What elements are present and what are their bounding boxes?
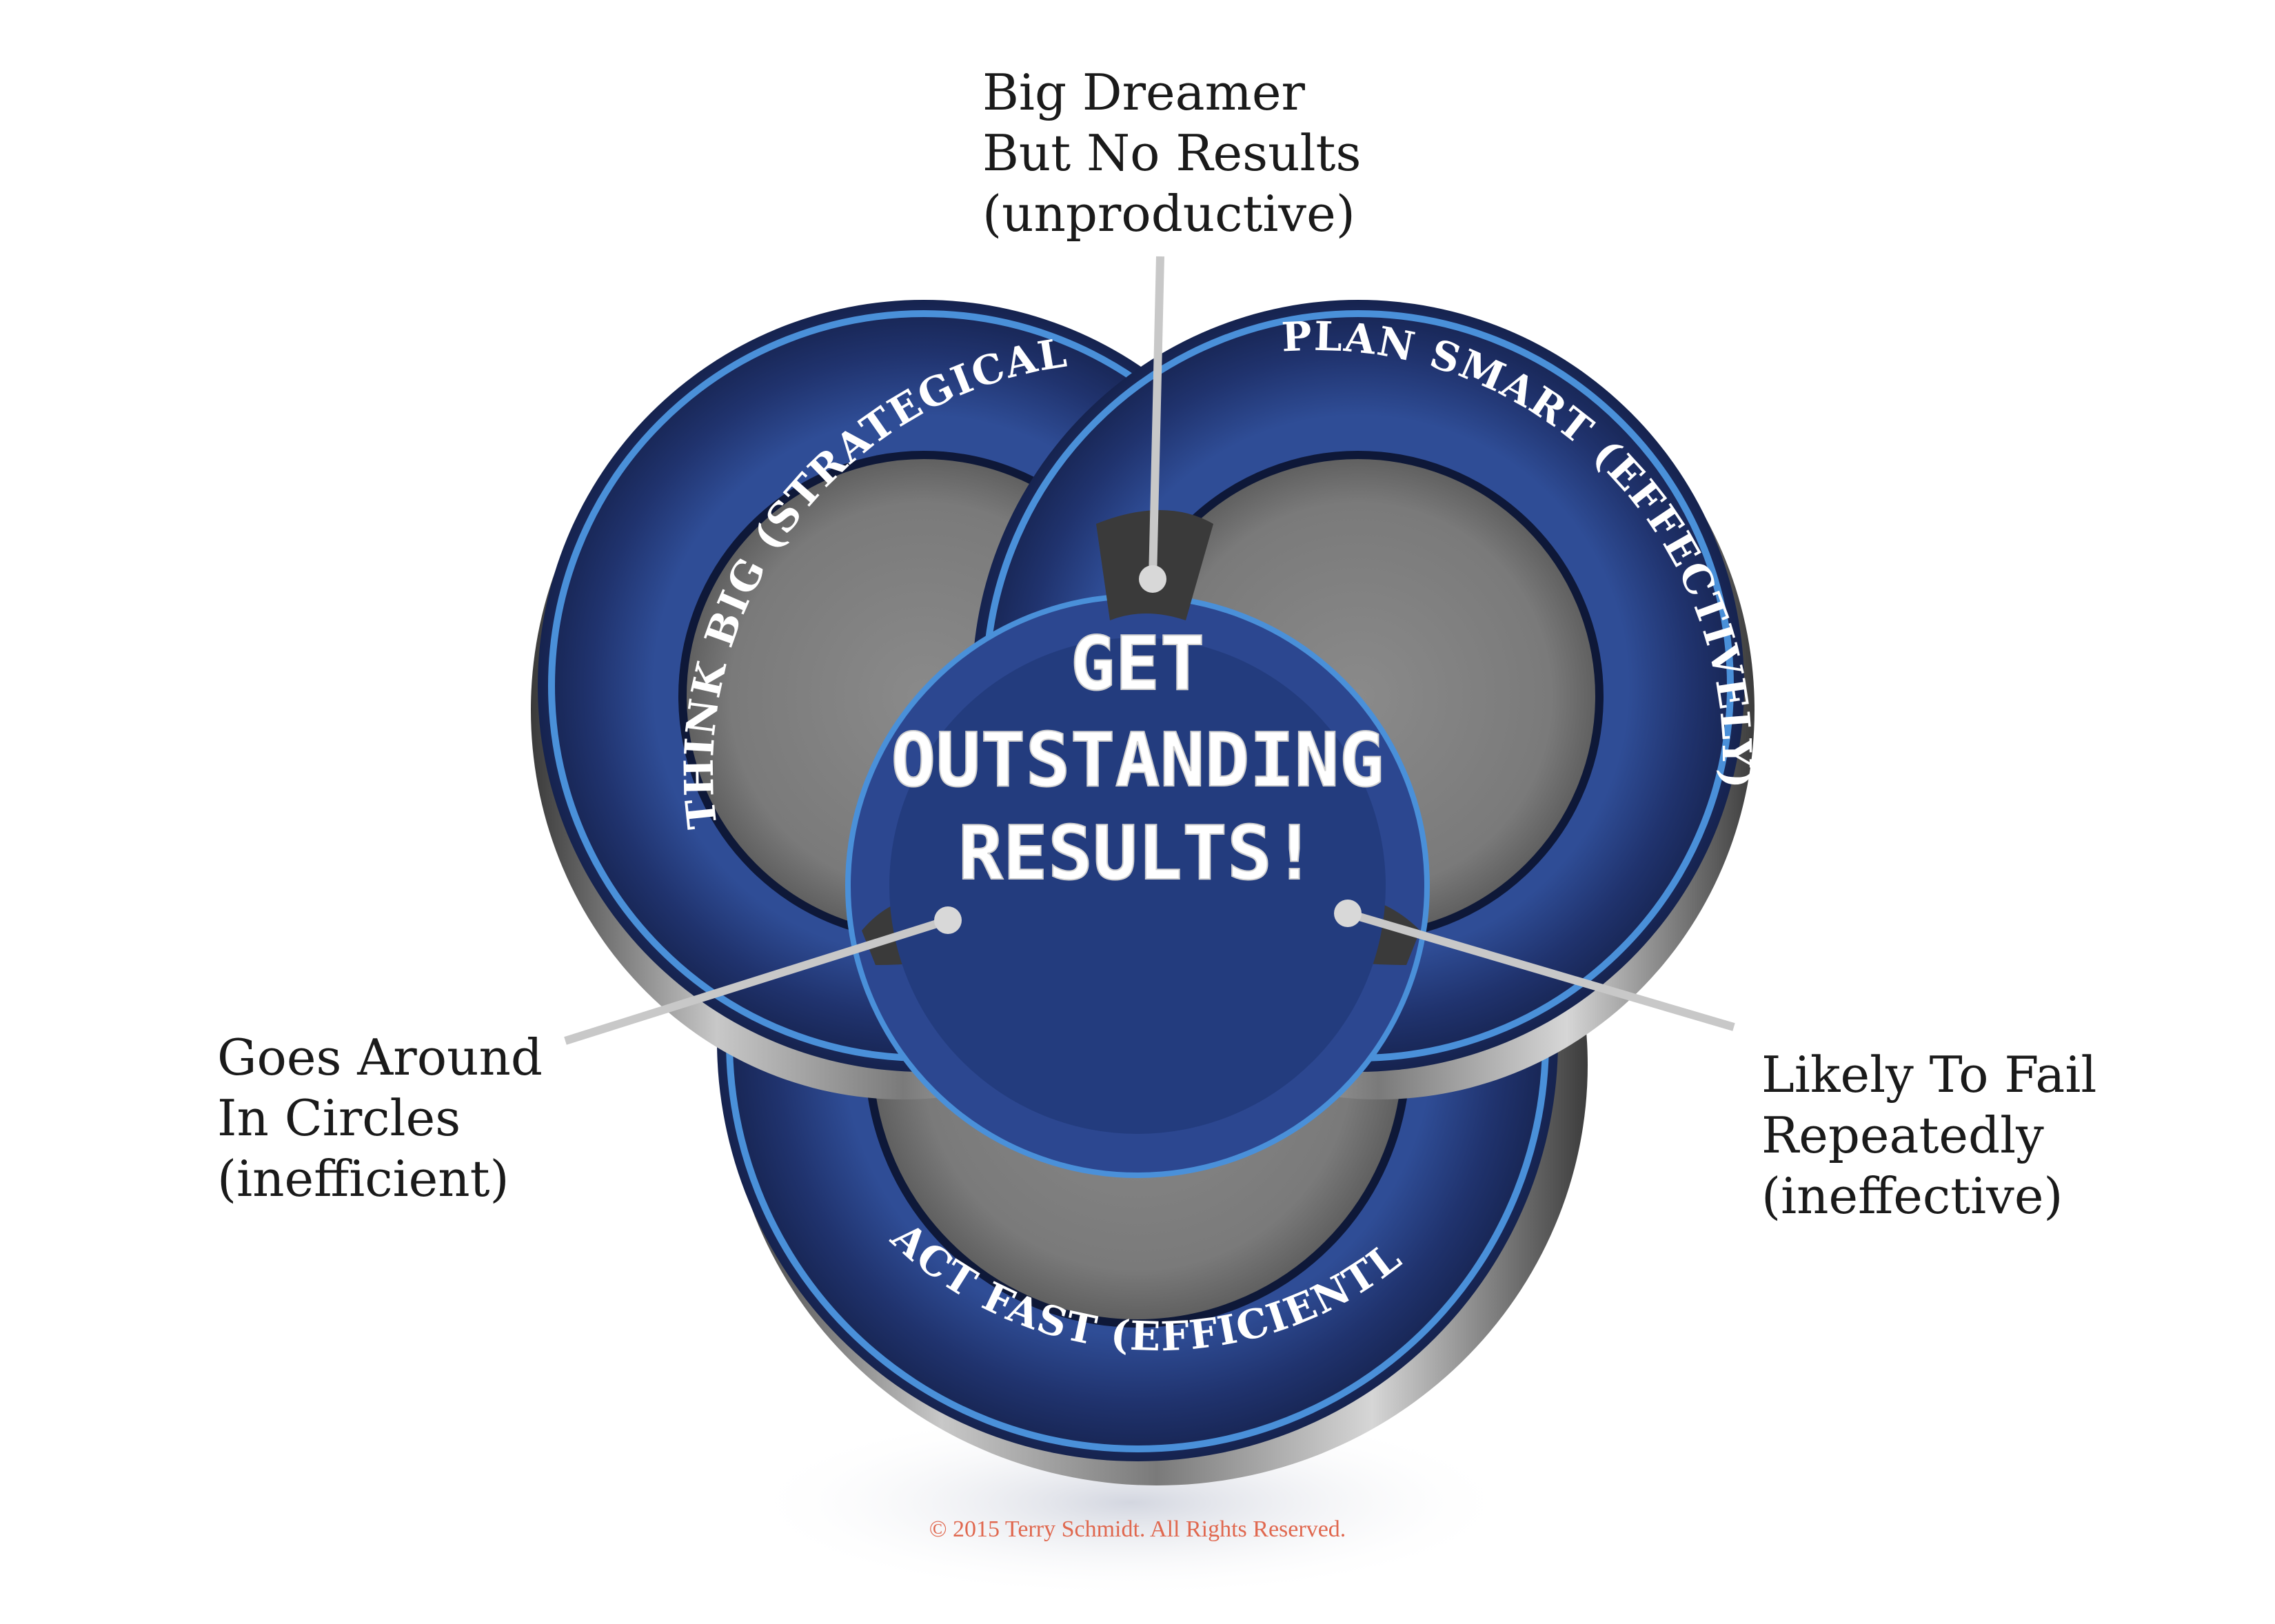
callout-top: Big Dreamer But No Results (unproductive… <box>982 62 1361 244</box>
ring-center-overlap <box>845 510 1430 1178</box>
leader-dot-left <box>934 906 962 934</box>
leader-line-left <box>564 916 949 1045</box>
callout-left: Goes Around In Circles (inefficient) <box>217 1027 543 1209</box>
center-line-2: OUTSTANDING <box>891 718 1384 804</box>
callout-right-line-2: Repeatedly <box>1761 1106 2044 1164</box>
callout-left-line-1: Goes Around <box>217 1028 543 1086</box>
leader-dot-top <box>1139 565 1166 593</box>
copyright-notice: © 2015 Terry Schmidt. All Rights Reserve… <box>929 1516 1346 1542</box>
callout-top-line-3: (unproductive) <box>982 185 1355 243</box>
callout-left-line-2: In Circles <box>217 1089 461 1147</box>
callout-right-line-1: Likely To Fail <box>1761 1046 2097 1104</box>
callout-right-line-3: (ineffective) <box>1761 1167 2063 1225</box>
center-line-3: RESULTS! <box>958 811 1317 897</box>
leader-dot-right <box>1334 900 1362 927</box>
callout-top-line-1: Big Dreamer <box>982 63 1305 121</box>
leader-line-top <box>1149 256 1164 580</box>
floor-reflection <box>745 1406 1517 1599</box>
center-line-1: GET <box>1070 621 1204 707</box>
callout-top-line-2: But No Results <box>982 124 1362 182</box>
callout-left-line-3: (inefficient) <box>217 1150 509 1208</box>
leader-line-right <box>1346 909 1735 1031</box>
callout-right: Likely To Fail Repeatedly (ineffective) <box>1761 1044 2096 1226</box>
